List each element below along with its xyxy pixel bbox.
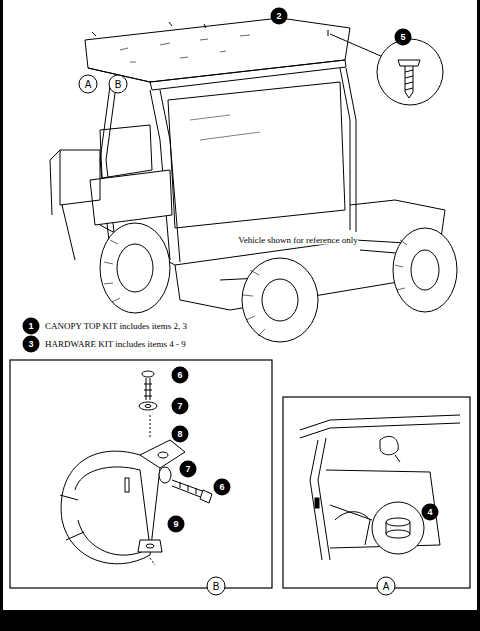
callout-number: 8 — [172, 426, 189, 443]
callout-number: 5 — [395, 29, 412, 46]
view-letter: A — [79, 75, 98, 94]
view-letter: A — [377, 577, 396, 596]
callout-number: 4 — [422, 504, 439, 521]
kit-description: HARDWARE KIT includes items 4 - 9 — [44, 340, 187, 349]
callout-number: 2 — [271, 8, 288, 25]
callout-number: 1 — [23, 318, 40, 335]
callout-number: 7 — [180, 461, 197, 478]
view-letter: B — [109, 75, 128, 94]
callout-number: 9 — [168, 516, 185, 533]
callout-number: 3 — [23, 336, 40, 353]
view-letter: B — [207, 577, 226, 596]
callout-number: 7 — [172, 398, 189, 415]
callout-number: 6 — [214, 479, 231, 496]
callout-number: 6 — [172, 367, 189, 384]
kit-description: CANOPY TOP KIT includes items 2, 3 — [44, 322, 188, 331]
note-text: Vehicle shown for reference only — [237, 236, 358, 245]
